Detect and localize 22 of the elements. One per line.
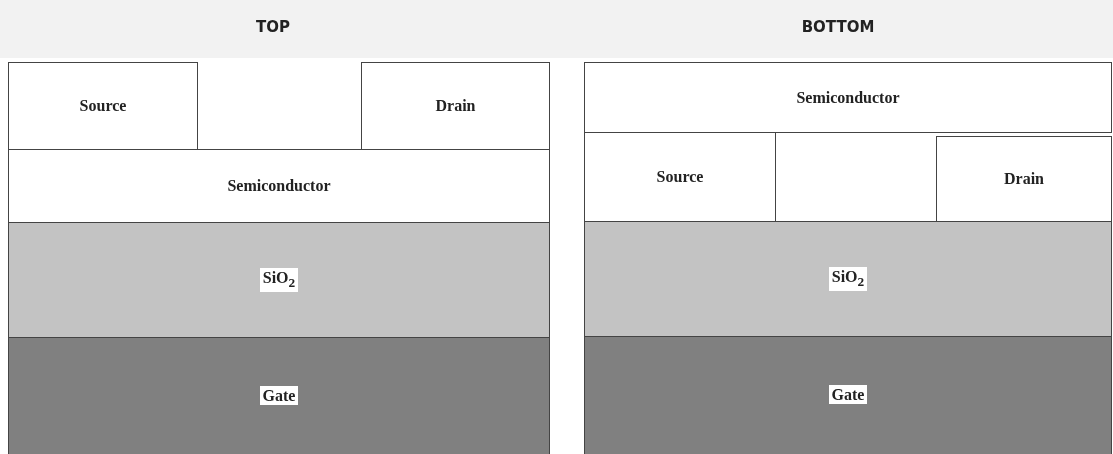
layer-label: Drain <box>435 96 476 116</box>
layer-label: Drain <box>1004 169 1044 189</box>
panel-title: BOTTOM <box>801 18 875 36</box>
source-layer <box>584 132 776 222</box>
layer-label: Semiconductor <box>227 176 331 196</box>
layer-label: SiO$_{2}$ <box>828 267 868 291</box>
panel-title: TOP <box>256 18 290 36</box>
layer-label: Source <box>79 96 127 116</box>
layer-label: Semiconductor <box>796 87 900 108</box>
layer-label: Gate <box>828 385 868 405</box>
layer-label: SiO$_{2}$ <box>259 268 299 292</box>
layer-label: Source <box>656 167 704 187</box>
semiconductor-layer <box>584 62 1112 133</box>
layer-label: Gate <box>259 386 299 406</box>
source-layer <box>8 62 198 150</box>
oxide-layer <box>584 221 1112 337</box>
gate-layer <box>8 337 550 454</box>
gate-layer <box>584 336 1112 454</box>
drain-layer <box>361 62 550 150</box>
oxide-layer <box>8 222 550 338</box>
semiconductor-layer <box>8 149 550 223</box>
drain-layer <box>936 136 1112 222</box>
